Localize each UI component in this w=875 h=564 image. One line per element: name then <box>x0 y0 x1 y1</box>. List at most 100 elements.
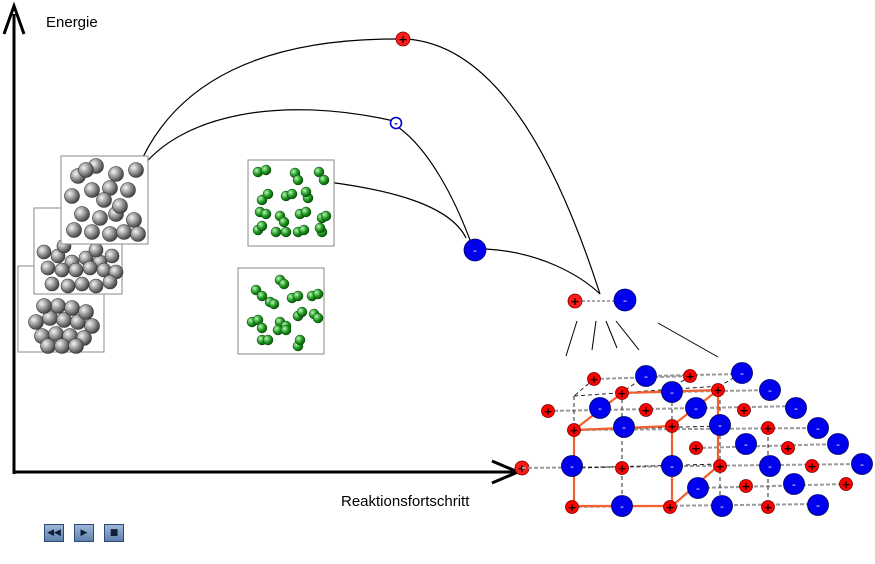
y-axis <box>2 1 26 474</box>
gas-atom <box>270 226 282 238</box>
lattice-anion: - <box>589 397 611 419</box>
lattice-anion: - <box>759 455 781 477</box>
lattice-gridline <box>573 463 721 469</box>
metal-atom <box>84 318 100 334</box>
lattice-cation: + <box>713 459 727 473</box>
play-icon: ▶ <box>80 527 88 538</box>
svg-text:-: - <box>570 460 574 473</box>
path-metal-to-cation <box>137 38 401 169</box>
metal-atom <box>50 298 66 314</box>
lattice-fan-lines <box>565 320 719 358</box>
lattice-anion: - <box>685 397 707 419</box>
svg-text:-: - <box>740 367 744 380</box>
gas-atom <box>292 174 304 186</box>
svg-text:+: + <box>641 404 650 417</box>
metal-atom <box>64 300 80 316</box>
svg-text:-: - <box>792 478 796 491</box>
play-button[interactable]: ▶ <box>74 524 94 542</box>
metal-atom <box>88 278 104 294</box>
lattice-anion: - <box>711 495 733 517</box>
rewind-button[interactable]: ◀◀ <box>44 524 64 542</box>
gas-atom <box>262 334 274 346</box>
metal-atom <box>68 338 84 354</box>
svg-text:+: + <box>739 404 748 417</box>
svg-text:-: - <box>473 244 477 257</box>
lattice-bond <box>699 483 847 489</box>
svg-text:+: + <box>741 480 750 493</box>
svg-text:-: - <box>620 500 624 513</box>
metal-atom <box>130 226 146 242</box>
svg-text:+: + <box>715 460 724 473</box>
metal-atom <box>36 298 52 314</box>
lattice-anion: - <box>731 362 753 384</box>
metal-atom <box>82 260 98 276</box>
lattice-cation: + <box>663 500 677 514</box>
metal-atom <box>44 276 60 292</box>
lattice-bond <box>547 405 801 412</box>
metal-atom <box>84 182 100 198</box>
gas-atom <box>294 334 306 346</box>
svg-text:+: + <box>763 501 772 514</box>
metal-atom <box>126 212 142 228</box>
path-cation-to-lattice <box>405 38 601 295</box>
gaseous-anion-small: - <box>389 116 403 130</box>
svg-text:-: - <box>768 384 772 397</box>
metal-atom <box>102 274 118 290</box>
svg-text:+: + <box>617 462 626 475</box>
lattice-anion: - <box>807 494 829 516</box>
svg-text:+: + <box>570 295 579 308</box>
svg-text:+: + <box>589 373 598 386</box>
svg-text:+: + <box>691 442 700 455</box>
svg-text:-: - <box>816 499 820 512</box>
gas-atom <box>312 288 324 300</box>
lattice-cation: + <box>711 383 725 397</box>
lattice-cation: + <box>587 372 601 386</box>
stop-button[interactable]: ■ <box>104 524 124 542</box>
svg-text:-: - <box>720 500 724 513</box>
gas-atom <box>278 216 290 228</box>
metal-atom <box>40 260 56 276</box>
gas-atom <box>260 164 272 176</box>
lattice-anion: - <box>827 433 849 455</box>
metal-solid-group <box>17 155 149 354</box>
metal-atom <box>74 276 90 292</box>
lattice-anion: - <box>661 381 683 403</box>
metal-atom <box>88 242 104 258</box>
metal-atom <box>64 188 80 204</box>
svg-text:+: + <box>841 478 850 491</box>
gas-atom <box>318 174 330 186</box>
lattice-cation: + <box>781 441 795 455</box>
gas-atom <box>280 324 292 336</box>
metal-atom <box>108 166 124 182</box>
metal-atom <box>78 162 94 178</box>
svg-text:+: + <box>517 462 526 475</box>
lattice-anion: - <box>851 453 873 475</box>
svg-text:+: + <box>569 424 578 437</box>
x-axis-label: Reaktionsfortschritt <box>341 493 470 510</box>
svg-text:-: - <box>670 386 674 399</box>
gas-atom <box>260 208 272 220</box>
gas-atom <box>256 290 268 302</box>
stop-icon: ■ <box>109 527 119 538</box>
gas-atom <box>296 306 308 318</box>
svg-text:-: - <box>623 294 627 307</box>
svg-text:+: + <box>685 370 694 383</box>
gas-atom <box>286 188 298 200</box>
svg-text:-: - <box>816 422 820 435</box>
svg-text:+: + <box>665 501 674 514</box>
gas-atom <box>300 186 312 198</box>
gas-atom <box>278 278 290 290</box>
rewind-icon: ◀◀ <box>47 527 61 538</box>
svg-text:-: - <box>860 458 864 471</box>
svg-text:-: - <box>394 120 398 130</box>
svg-text:-: - <box>644 370 648 383</box>
lattice-cation: + <box>565 500 579 514</box>
lattice-gridline <box>573 378 595 397</box>
lattice-anion: - <box>783 473 805 495</box>
svg-text:+: + <box>763 422 772 435</box>
lattice-bond <box>573 427 817 431</box>
metal-atom <box>92 210 108 226</box>
free-ions: + - - + - + <box>389 31 637 476</box>
lattice-cation: + <box>683 369 697 383</box>
